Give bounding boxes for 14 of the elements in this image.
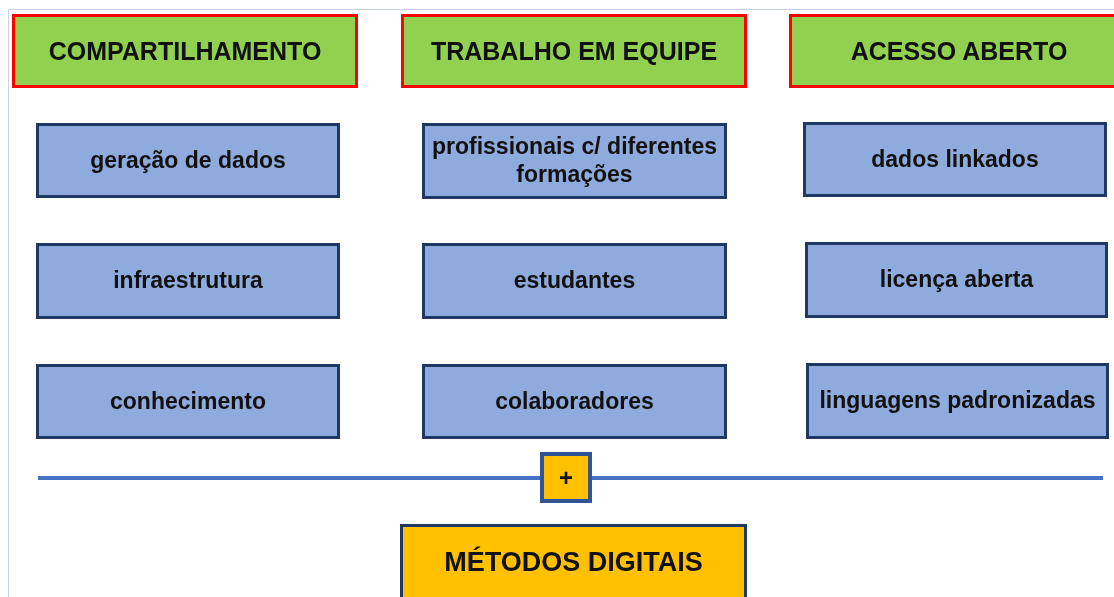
item-box: conhecimento	[36, 364, 340, 439]
item-box: geração de dados	[36, 123, 340, 198]
plus-box: +	[540, 452, 592, 503]
item-box: dados linkados	[803, 122, 1107, 197]
item-box: colaboradores	[422, 364, 727, 439]
result-box: MÉTODOS DIGITAIS	[400, 524, 747, 597]
category-header: COMPARTILHAMENTO	[12, 14, 358, 88]
item-box: profissionais c/ diferentes formações	[422, 123, 727, 199]
item-box: estudantes	[422, 243, 727, 319]
item-box: infraestrutura	[36, 243, 340, 319]
item-box: linguagens padronizadas	[806, 363, 1109, 439]
category-header: TRABALHO EM EQUIPE	[401, 14, 747, 88]
category-header: ACESSO ABERTO	[789, 14, 1114, 88]
item-box: licença aberta	[805, 242, 1108, 318]
